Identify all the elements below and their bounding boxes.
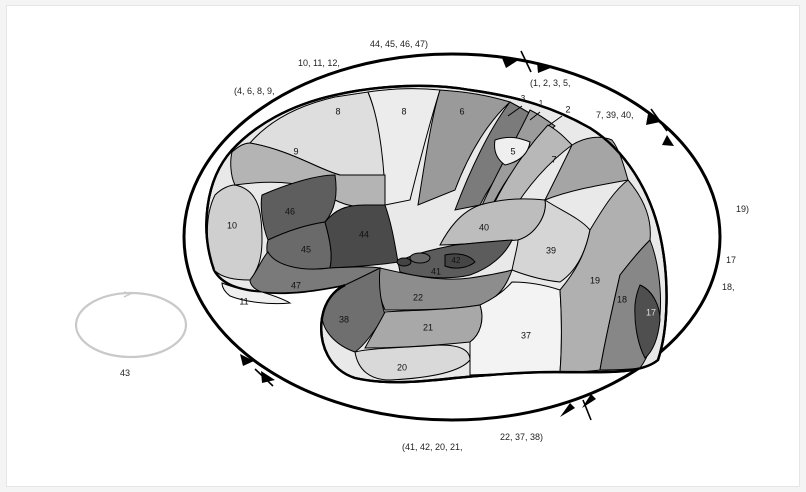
region-43-loop bbox=[76, 293, 186, 357]
arc-label-bottom-right: 22, 37, 38) bbox=[500, 432, 543, 442]
area-17-label: 17 bbox=[646, 307, 656, 317]
arc-label-top: 44, 45, 46, 47) bbox=[370, 39, 428, 49]
area-22-label: 22 bbox=[413, 292, 423, 302]
area-6-label: 6 bbox=[459, 106, 464, 116]
area-38-label: 38 bbox=[339, 314, 349, 324]
area-37-label: 37 bbox=[521, 330, 531, 340]
arc-label-right-3: 18, bbox=[722, 282, 735, 292]
area-19-label: 19 bbox=[590, 275, 600, 285]
area-45-label: 45 bbox=[301, 244, 311, 254]
area-2-label: 2 bbox=[565, 104, 570, 114]
area-8-mid-label: 8 bbox=[401, 106, 406, 116]
area-40-label: 40 bbox=[479, 222, 489, 232]
area-5-label: 5 bbox=[510, 146, 515, 156]
area-8-left-label: 8 bbox=[335, 106, 340, 116]
area-41-label: 41 bbox=[431, 266, 441, 276]
area-7-label: 7 bbox=[551, 154, 556, 164]
area-1-label: 1 bbox=[539, 99, 544, 108]
region-43-label: 43 bbox=[120, 368, 130, 378]
arc-label-right-2: 17 bbox=[726, 255, 736, 265]
area-42-label: 42 bbox=[452, 256, 461, 265]
area-9-label: 9 bbox=[293, 146, 298, 156]
arc-label-bottom-left: (41, 42, 20, 21, bbox=[402, 442, 463, 452]
area-39-label: 39 bbox=[546, 245, 556, 255]
area-11-label: 11 bbox=[239, 296, 248, 306]
area-47-label: 47 bbox=[291, 280, 301, 290]
arc-label-right-1: 19) bbox=[736, 204, 749, 214]
area-44-label: 44 bbox=[359, 229, 369, 239]
area-18-label: 18 bbox=[617, 294, 627, 304]
arc-label-right-top: 7, 39, 40, bbox=[596, 110, 634, 120]
area-10-label: 10 bbox=[227, 220, 237, 230]
arc-label-top-left-2: (4, 6, 8, 9, bbox=[234, 86, 275, 96]
area-21-label: 21 bbox=[423, 322, 433, 332]
area-46-label: 46 bbox=[285, 206, 295, 216]
area-3-label: 3 bbox=[521, 94, 526, 103]
arc-label-top-left-1: 10, 11, 12, bbox=[298, 58, 340, 68]
area-20-label: 20 bbox=[397, 362, 407, 372]
arc-label-top-right: (1, 2, 3, 5, bbox=[530, 78, 571, 88]
brain-lateral-view bbox=[206, 86, 666, 382]
